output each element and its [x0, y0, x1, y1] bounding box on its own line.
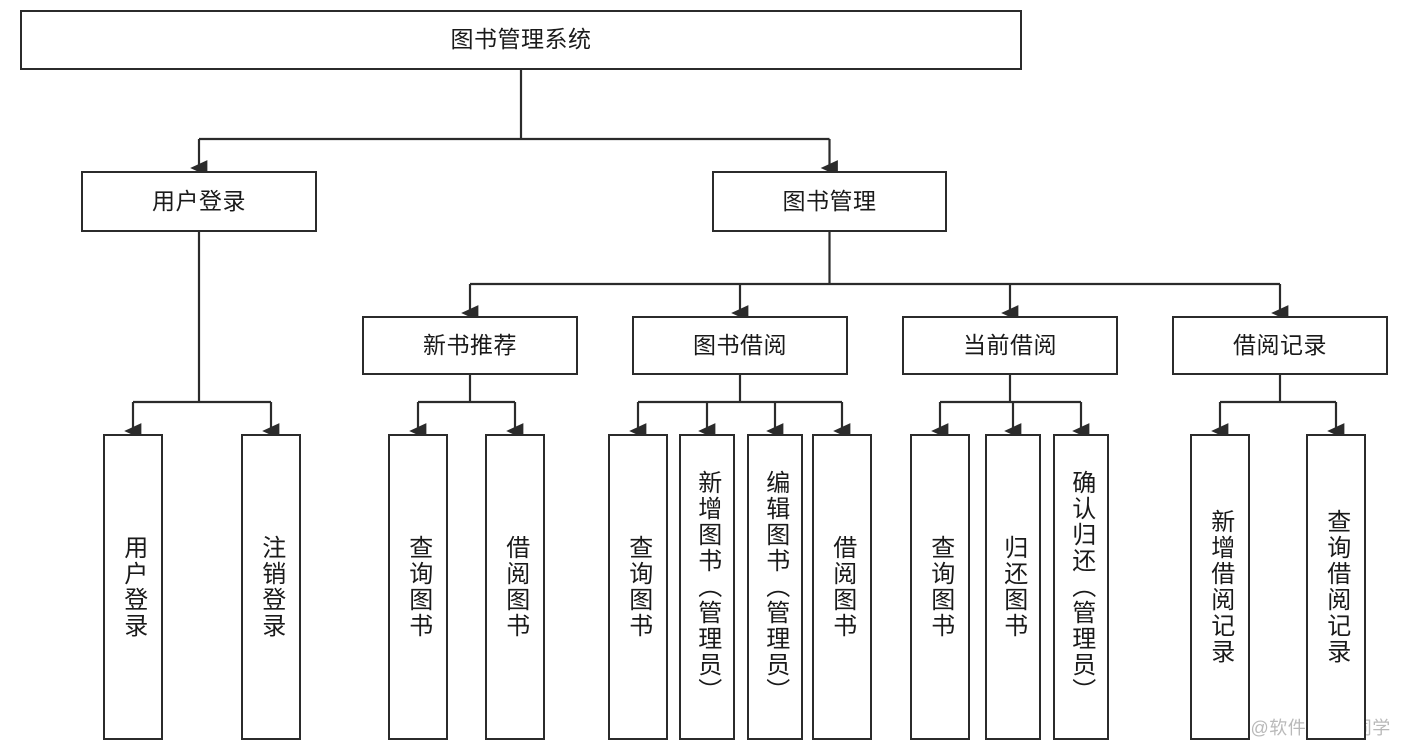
- node-label: 编辑图书（管理员）: [761, 470, 789, 704]
- node-leaf-confirm-return[interactable]: 确认归还（管理员）: [1053, 434, 1109, 740]
- node-borrow-record[interactable]: 借阅记录: [1172, 316, 1388, 375]
- node-root[interactable]: 图书管理系统: [20, 10, 1022, 70]
- node-leaf-query-book-3[interactable]: 查询图书: [910, 434, 970, 740]
- node-leaf-user-login[interactable]: 用户登录: [103, 434, 163, 740]
- node-label: 归还图书: [999, 535, 1027, 639]
- node-label: 图书管理: [782, 187, 877, 214]
- node-leaf-return-book[interactable]: 归还图书: [985, 434, 1041, 740]
- node-label: 当前借阅: [963, 331, 1057, 358]
- node-new-book-rec[interactable]: 新书推荐: [362, 316, 578, 375]
- node-label: 查询图书: [926, 535, 954, 639]
- node-label: 用户登录: [119, 535, 147, 639]
- node-label: 借阅图书: [501, 535, 529, 639]
- node-label: 新增图书（管理员）: [693, 470, 721, 704]
- node-leaf-user-logout[interactable]: 注销登录: [241, 434, 301, 740]
- node-leaf-borrow-book-2[interactable]: 借阅图书: [812, 434, 872, 740]
- node-label: 新增借阅记录: [1206, 509, 1234, 665]
- node-label: 注销登录: [257, 535, 285, 639]
- node-current-borrow[interactable]: 当前借阅: [902, 316, 1118, 375]
- node-leaf-query-book-1[interactable]: 查询图书: [388, 434, 448, 740]
- node-leaf-add-book[interactable]: 新增图书（管理员）: [679, 434, 735, 740]
- node-label: 确认归还（管理员）: [1067, 470, 1095, 704]
- node-leaf-borrow-book-1[interactable]: 借阅图书: [485, 434, 545, 740]
- node-label: 查询借阅记录: [1322, 509, 1350, 665]
- node-label: 借阅记录: [1233, 331, 1327, 358]
- node-label: 借阅图书: [828, 535, 856, 639]
- node-user-login[interactable]: 用户登录: [81, 171, 317, 232]
- node-label: 图书管理系统: [450, 26, 592, 53]
- node-leaf-query-record[interactable]: 查询借阅记录: [1306, 434, 1366, 740]
- node-book-borrow[interactable]: 图书借阅: [632, 316, 848, 375]
- node-label: 图书借阅: [693, 331, 787, 358]
- node-leaf-add-record[interactable]: 新增借阅记录: [1190, 434, 1250, 740]
- node-label: 新书推荐: [423, 331, 517, 358]
- node-leaf-edit-book[interactable]: 编辑图书（管理员）: [747, 434, 803, 740]
- node-leaf-query-book-2[interactable]: 查询图书: [608, 434, 668, 740]
- node-label: 查询图书: [624, 535, 652, 639]
- node-label: 查询图书: [404, 535, 432, 639]
- node-book-manage[interactable]: 图书管理: [712, 171, 947, 232]
- node-label: 用户登录: [152, 187, 246, 214]
